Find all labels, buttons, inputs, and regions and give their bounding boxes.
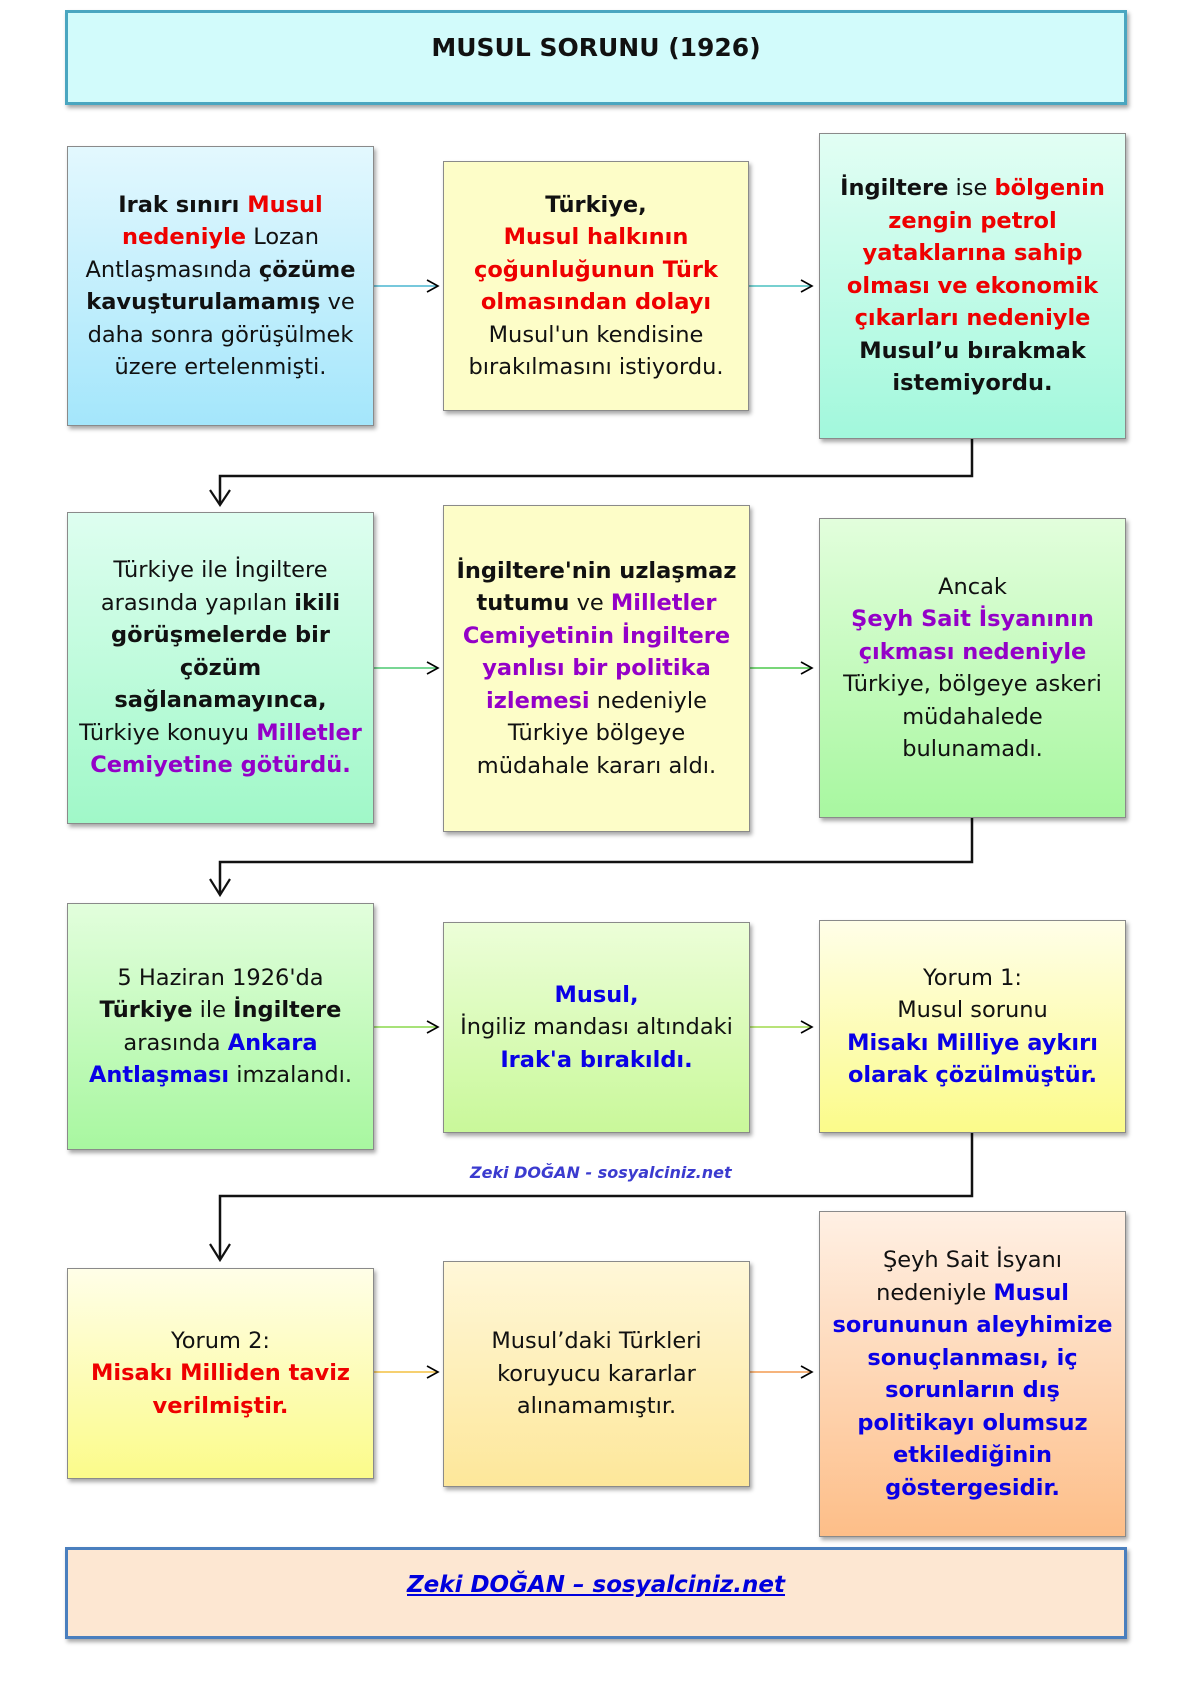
text-segment: Şeyh Sait İsyanının çıkması nedeniyle bbox=[851, 606, 1094, 665]
text-segment: çözüme kavuşturulamamış bbox=[86, 256, 356, 316]
text-segment: İngiltere bbox=[840, 175, 949, 202]
text-segment: Ankara Antlaşması bbox=[88, 1029, 318, 1089]
step-10-box: Yorum 2: Misakı Milliden taviz verilmişti… bbox=[67, 1268, 374, 1479]
connector-row2-row3 bbox=[218, 817, 974, 895]
text-segment: Irak'a bırakıldı. bbox=[500, 1046, 693, 1073]
text-segment: İngiliz mandası altındaki bbox=[460, 1014, 733, 1041]
step-8-box: Musul, İngiliz mandası altındaki Irak'a b… bbox=[443, 922, 750, 1133]
text-segment: bölgenin zengin petrol yataklarına sahip… bbox=[846, 175, 1105, 332]
diagram-title: MUSUL SORUNU (1926) bbox=[65, 10, 1127, 105]
arrowhead-row4 bbox=[209, 1243, 231, 1263]
text-segment: Yorum 1: bbox=[923, 964, 1022, 991]
footer-box: Zeki DOĞAN – sosyalciniz.net bbox=[65, 1547, 1127, 1639]
arrowhead-row2 bbox=[209, 489, 231, 507]
step-12-box: Şeyh Sait İsyanı nedeniyle Musul sorunun… bbox=[819, 1211, 1126, 1537]
arrowhead-row3 bbox=[209, 878, 231, 898]
step-1-box: Irak sınırı Musul nedeniyle Lozan Antlaş… bbox=[67, 146, 374, 426]
text-segment: Misakı Milliye aykırı olarak çözülmüştür… bbox=[847, 1029, 1098, 1089]
text-segment: Türkiye, bölgeye askeri müdahalede bulun… bbox=[843, 671, 1102, 762]
step-4-text: Türkiye ile İngiltere arasında yapılan i… bbox=[78, 554, 363, 782]
text-segment: Türkiye bbox=[99, 997, 193, 1023]
step-1-text: Irak sınırı Musul nedeniyle Lozan Antlaş… bbox=[78, 189, 363, 384]
text-segment: Lozan Antlaşmasında bbox=[85, 224, 319, 283]
text-segment: Musul'un kendisine bırakılmasını istiyor… bbox=[468, 321, 724, 381]
text-segment: ikili görüşmelerde bir çözüm sağlanamayı… bbox=[111, 589, 341, 714]
text-segment: İngiltere bbox=[233, 997, 342, 1023]
text-segment: Türkiye ile İngiltere arasında yapılan bbox=[100, 557, 328, 616]
text-segment: Misakı Milliden taviz verilmiştir. bbox=[90, 1360, 351, 1419]
text-segment: nedeniyle Türkiye bölgeye müdahale karar… bbox=[476, 687, 717, 779]
text-segment: Ancak bbox=[938, 573, 1007, 600]
text-segment: ve daha sonra görüşülmek üzere ertelenmi… bbox=[87, 289, 355, 380]
connector-row1-row2 bbox=[218, 438, 974, 505]
step-4-box: Türkiye ile İngiltere arasında yapılan i… bbox=[67, 512, 374, 824]
step-5-text: İngiltere'nin uzlaşmaz tutumu ve Milletl… bbox=[454, 555, 739, 783]
step-11-box: Musul’daki Türkleri koruyucu kararlar al… bbox=[443, 1261, 750, 1487]
text-segment: Musul sorununun aleyhimize sonuçlanması,… bbox=[832, 1279, 1113, 1501]
step-2-box: Türkiye, Musul halkının çoğunluğunun Türk… bbox=[443, 161, 749, 411]
text-segment: ve bbox=[569, 590, 611, 617]
text-segment: Irak sınırı bbox=[118, 191, 248, 218]
step-10-text: Yorum 2: Misakı Milliden taviz verilmişti… bbox=[78, 1325, 363, 1423]
text-segment: Yorum 2: bbox=[171, 1327, 270, 1354]
text-segment: Musul nedeniyle bbox=[122, 191, 323, 251]
text-segment: Musul, bbox=[554, 981, 639, 1008]
text-segment: Şeyh Sait İsyanı nedeniyle bbox=[876, 1247, 1063, 1306]
step-12-text: Şeyh Sait İsyanı nedeniyle Musul sorunun… bbox=[830, 1244, 1115, 1504]
text-segment: ise bbox=[948, 175, 995, 202]
text-segment: Türkiye konuyu bbox=[79, 719, 257, 746]
watermark-text: Zeki DOĞAN - sosyalciniz.net bbox=[470, 1163, 732, 1182]
text-segment: 5 Haziran 1926'da bbox=[117, 964, 324, 991]
step-2-text: Türkiye, Musul halkının çoğunluğunun Türk… bbox=[454, 189, 738, 384]
text-segment: Türkiye, bbox=[545, 191, 647, 218]
text-segment: İngiltere'nin uzlaşmaz tutumu bbox=[456, 557, 737, 617]
text-segment: Musul sorunu bbox=[897, 997, 1048, 1023]
text-segment: Milletler Cemiyetine götürdü. bbox=[90, 719, 362, 779]
step-8-text: Musul, İngiliz mandası altındaki Irak'a b… bbox=[454, 979, 739, 1077]
connector-row3-row4 bbox=[218, 1133, 974, 1260]
step-3-text: İngiltere ise bölgenin zengin petrol yat… bbox=[830, 172, 1115, 400]
step-7-box: 5 Haziran 1926'da Türkiye ile İngiltere … bbox=[67, 903, 374, 1150]
step-11-text: Musul’daki Türkleri koruyucu kararlar al… bbox=[454, 1325, 739, 1423]
text-segment: ile bbox=[192, 997, 234, 1023]
text-segment: arasında bbox=[123, 1029, 228, 1056]
step-5-box: İngiltere'nin uzlaşmaz tutumu ve Milletl… bbox=[443, 505, 750, 832]
text-segment: Musul’u bırakmak istemiyordu. bbox=[859, 337, 1086, 397]
step-3-box: İngiltere ise bölgenin zengin petrol yat… bbox=[819, 133, 1126, 439]
text-segment: imzalandı. bbox=[229, 1062, 353, 1088]
text-segment: Musul’daki Türkleri koruyucu kararlar al… bbox=[491, 1328, 702, 1420]
footer-link[interactable]: Zeki DOĞAN – sosyalciniz.net bbox=[407, 1572, 785, 1598]
text-segment: Musul halkının çoğunluğunun Türk olmasın… bbox=[474, 224, 718, 315]
text-segment: Milletler Cemiyetinin İngiltere yanlısı … bbox=[462, 590, 731, 714]
step-7-text: 5 Haziran 1926'da Türkiye ile İngiltere … bbox=[78, 962, 363, 1092]
